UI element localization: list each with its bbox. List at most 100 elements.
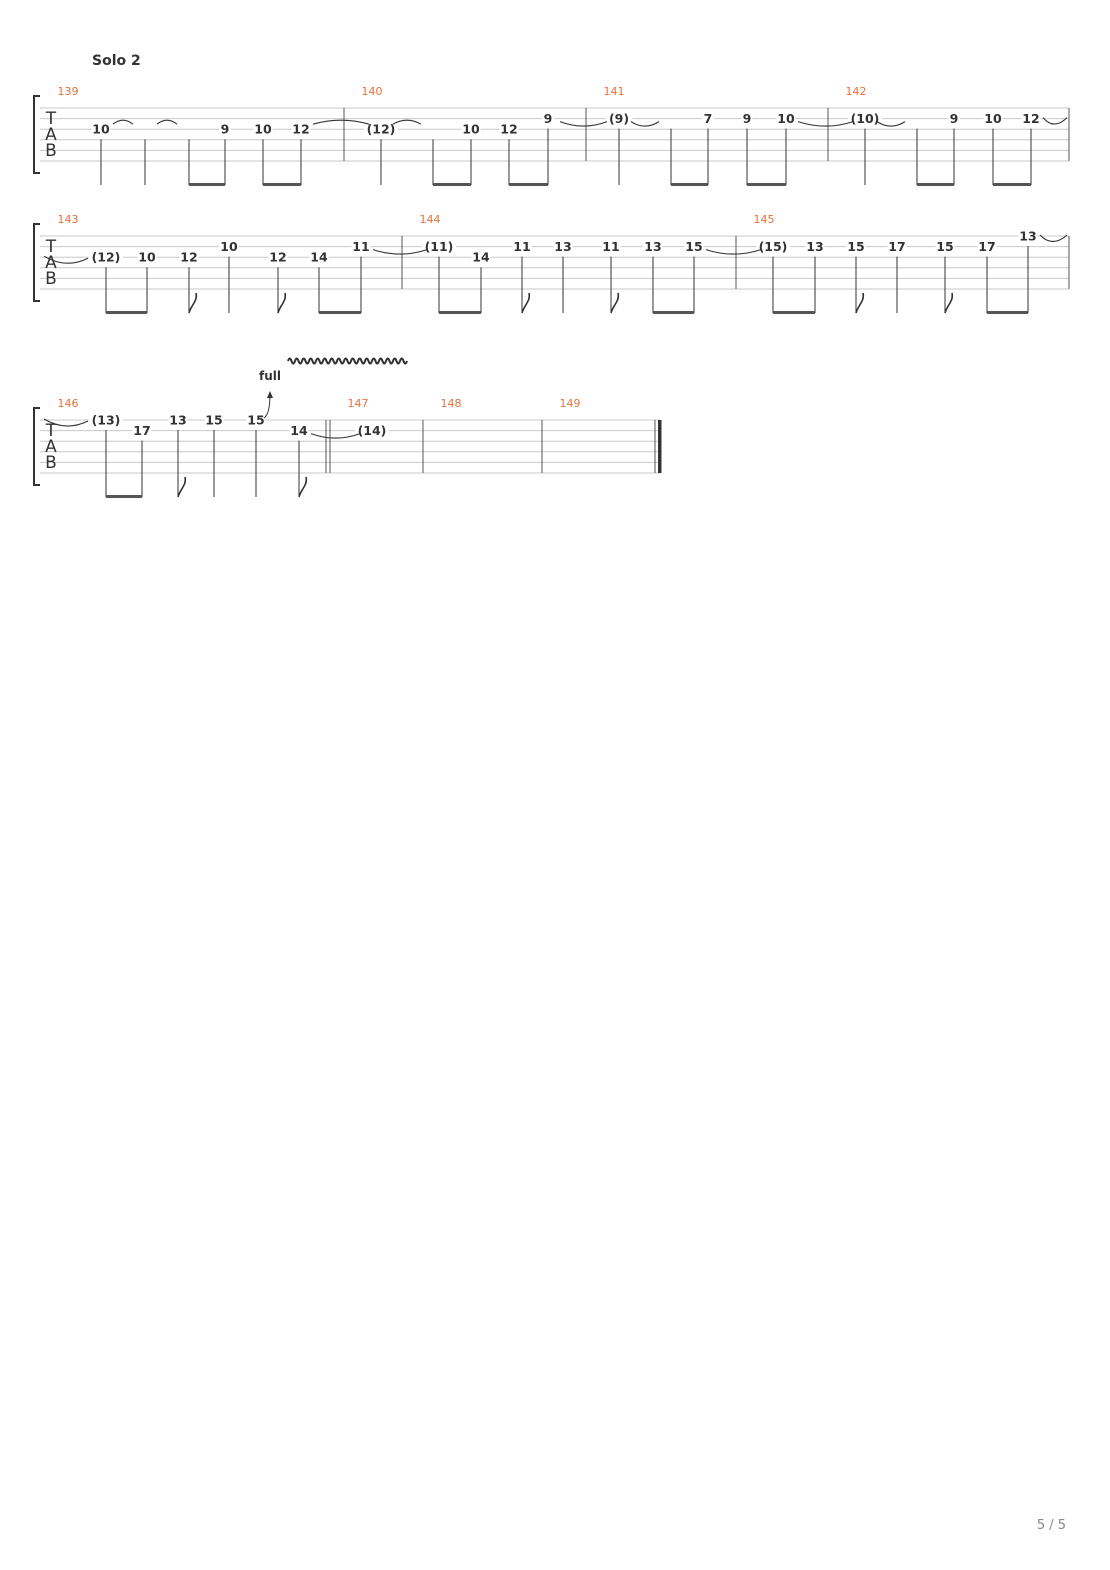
fret-number: (11)	[425, 239, 454, 254]
eighth-flag	[298, 476, 308, 498]
tie-arc	[876, 121, 906, 127]
fret-number: 15	[205, 413, 222, 428]
fret-number: (9)	[609, 111, 629, 126]
fret-bg	[219, 239, 239, 253]
fret-number: 14	[310, 250, 328, 265]
fret-number: 17	[133, 423, 150, 438]
tie-arc-continuation	[1039, 234, 1068, 243]
fret-number: 12	[269, 250, 286, 265]
note-beam	[671, 183, 708, 186]
eighth-flag	[855, 292, 865, 314]
note-beam	[106, 311, 147, 314]
fret-bg	[89, 250, 123, 264]
measure-number: 144	[420, 213, 441, 226]
tab-clef-letter: T	[45, 109, 57, 129]
fret-bg	[605, 111, 633, 125]
fret-number: 13	[1019, 229, 1036, 244]
final-bar-thick	[658, 420, 662, 473]
eighth-flag	[188, 292, 198, 314]
fret-bg	[289, 423, 309, 437]
eighth-flag	[944, 292, 954, 314]
tab-clef-letter: A	[45, 437, 57, 457]
note-beam	[319, 311, 361, 314]
fret-bg	[542, 111, 554, 125]
fret-number: 13	[806, 239, 823, 254]
eighth-flag	[177, 476, 187, 498]
note-beam	[439, 311, 481, 314]
fret-number: (12)	[92, 250, 121, 265]
note-beam	[993, 183, 1031, 186]
tie-arc	[310, 433, 361, 439]
measure-number: 148	[441, 397, 462, 410]
tab-clef-letter: B	[45, 141, 57, 161]
tab-clef-letter: T	[45, 237, 57, 257]
tab-clef-letter: A	[45, 125, 57, 145]
fret-bg	[702, 111, 714, 125]
fret-number: 12	[1022, 111, 1039, 126]
fret-bg	[179, 250, 199, 264]
system-bracket	[33, 223, 40, 302]
tie-arc	[312, 119, 370, 125]
fret-bg	[253, 122, 273, 136]
fret-bg	[422, 239, 456, 253]
note-beam	[917, 183, 954, 186]
fret-number: 12	[292, 122, 309, 137]
tie-arc	[372, 249, 428, 255]
fret-number: 10	[138, 250, 156, 265]
fret-number: (12)	[367, 122, 396, 137]
fret-bg	[948, 111, 960, 125]
fret-bg	[848, 111, 882, 125]
tie-arc	[112, 119, 134, 125]
fret-bg	[291, 122, 311, 136]
measure-number: 139	[58, 85, 79, 98]
fret-number: 17	[888, 239, 905, 254]
fret-number: 10	[984, 111, 1002, 126]
page-number: 5 / 5	[1036, 1518, 1066, 1533]
fret-number: 12	[180, 250, 197, 265]
fret-number: (14)	[358, 423, 387, 438]
tie-arc	[797, 121, 854, 127]
tie-arc	[630, 121, 660, 127]
fret-bg	[137, 250, 157, 264]
system-bracket	[33, 95, 40, 174]
fret-bg	[355, 423, 389, 437]
tab-clef-letter: B	[45, 269, 57, 289]
vibrato-line	[287, 357, 408, 365]
fret-bg	[246, 413, 266, 426]
fret-bg	[309, 250, 329, 264]
fret-bg	[268, 250, 288, 264]
fret-number: 17	[978, 239, 995, 254]
measure-number: 140	[362, 85, 383, 98]
eighth-flag	[521, 292, 531, 314]
fret-number: 10	[92, 122, 110, 137]
fret-bg	[776, 111, 796, 125]
tab-clef-letter: T	[45, 421, 57, 441]
measure-number: 149	[560, 397, 581, 410]
fret-number: 10	[462, 122, 480, 137]
note-beam	[747, 183, 786, 186]
fret-bg	[219, 122, 231, 136]
fret-number: 7	[704, 111, 713, 126]
fret-number: 15	[936, 239, 953, 254]
measure-number: 145	[754, 213, 775, 226]
system-bracket	[33, 407, 40, 486]
note-beam	[263, 183, 301, 186]
fret-bg	[805, 239, 825, 253]
note-beam	[987, 311, 1028, 314]
fret-bg	[351, 239, 371, 253]
fret-number: 14	[472, 250, 490, 265]
fret-bg	[1021, 111, 1041, 125]
fret-number: (13)	[92, 413, 121, 428]
fret-bg	[977, 239, 997, 253]
fret-bg	[1018, 229, 1038, 242]
tie-arc	[156, 119, 178, 125]
fret-number: 15	[247, 413, 264, 428]
fret-bg	[91, 122, 111, 136]
tab-clef-letter: B	[45, 453, 57, 473]
fret-number: 9	[221, 122, 230, 137]
fret-bg	[499, 122, 519, 136]
tie-arc-continuation	[1042, 117, 1068, 125]
tie-arc	[705, 249, 762, 255]
